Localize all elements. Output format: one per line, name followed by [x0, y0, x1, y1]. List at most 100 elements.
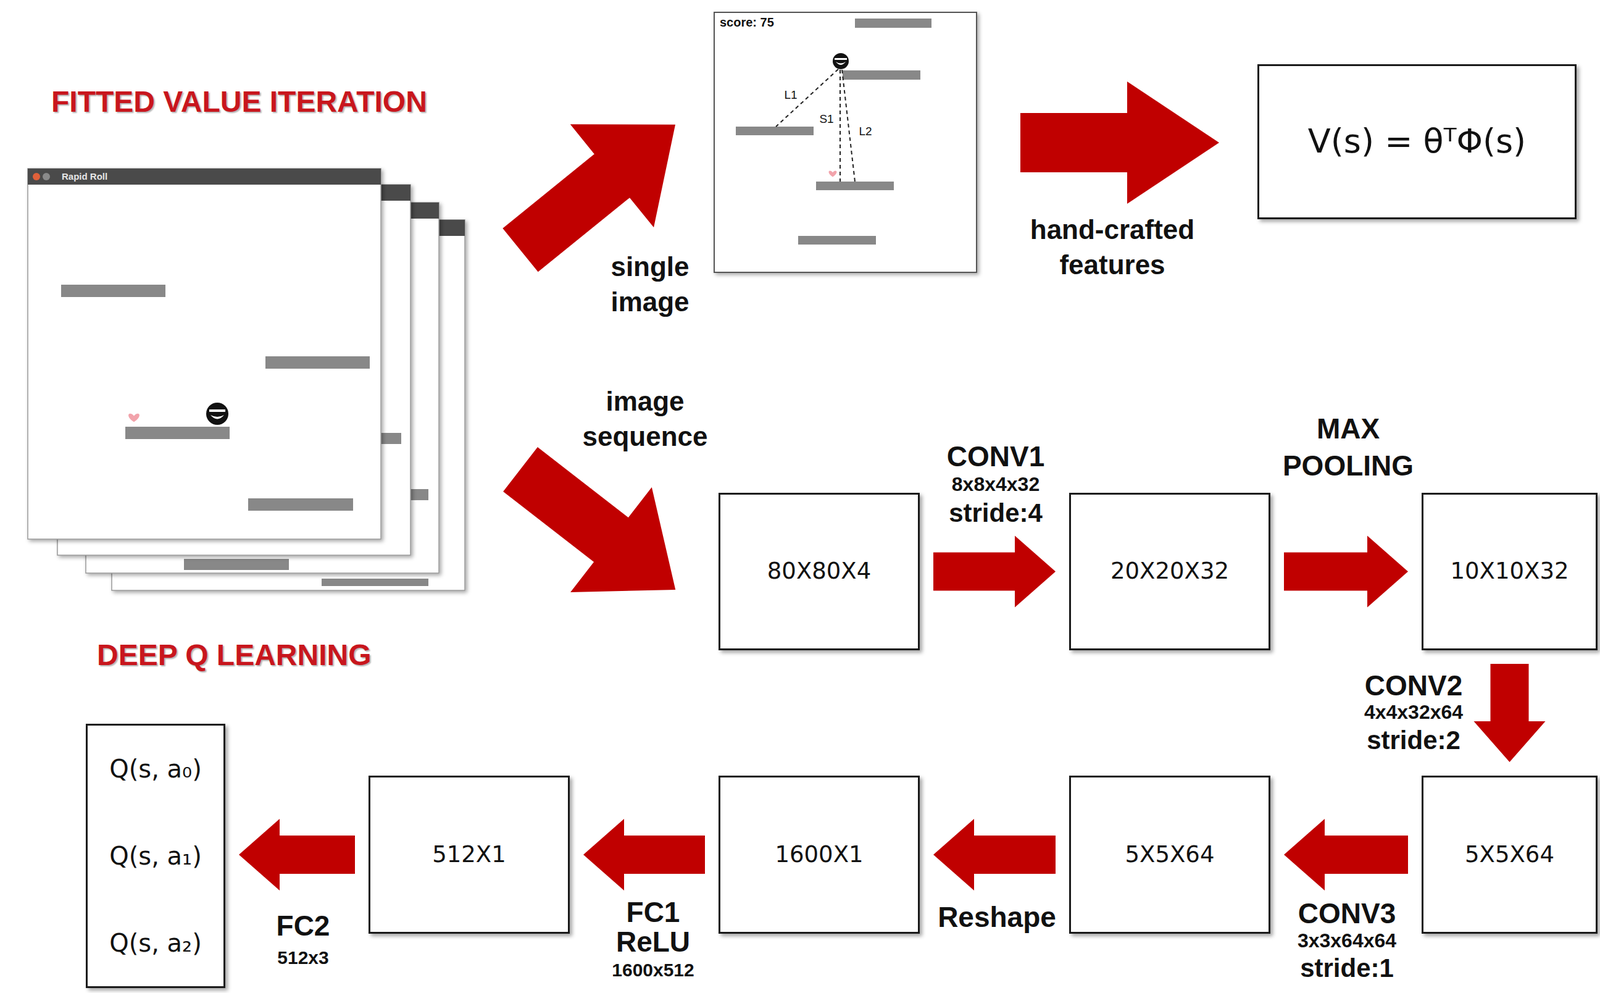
heart: [128, 413, 140, 423]
q-value-box: Q(s, a₀) Q(s, a₁) Q(s, a₂): [85, 723, 226, 988]
label-holder: FC1: [626, 893, 681, 931]
ball: [206, 402, 229, 425]
label-holder: Reshape: [937, 898, 1057, 936]
label-holder: CONV2: [1364, 667, 1463, 705]
block-arrow: [933, 535, 1056, 608]
box-text: 10X10X32: [1450, 557, 1570, 585]
label-holder: CONV1: [946, 438, 1045, 476]
window-title: Rapid Roll: [61, 170, 108, 183]
label-holder: 1600x512: [611, 957, 694, 982]
heart: [829, 170, 838, 178]
stride-label: stride:1: [1300, 951, 1394, 986]
arrow-caption: image sequence: [558, 383, 732, 454]
label-holder: image sequence: [558, 383, 732, 454]
label-holder: single image: [582, 248, 718, 320]
window-button: [42, 172, 50, 181]
block-arrow: [583, 818, 705, 891]
label-holder: CONV3: [1298, 895, 1396, 933]
layer-label: CONV1: [946, 438, 1045, 476]
block-arrow: [1283, 535, 1409, 608]
layer-label: CONV2: [1364, 667, 1463, 705]
label-holder: stride:2: [1366, 723, 1461, 758]
block-arrow: [933, 818, 1056, 891]
distance-line: [775, 69, 839, 127]
formula-box: V(s) = θᵀΦ(s): [1257, 64, 1577, 220]
arrow-caption: single image: [582, 248, 718, 320]
label-holder: score: 75: [719, 14, 775, 31]
screenshot-frame: [714, 12, 977, 273]
platform: [61, 284, 166, 297]
distance-label: S1: [819, 111, 834, 128]
kernel-size: 4x4x32x64: [1364, 699, 1463, 726]
platform: [125, 426, 230, 439]
box-text: V(s) = θᵀΦ(s): [1308, 121, 1526, 162]
box-text: 20X20X32: [1110, 557, 1230, 585]
section-title: DEEP Q LEARNING: [96, 635, 372, 675]
layer-label: MAX POOLING: [1264, 410, 1432, 485]
distance-line: [841, 69, 855, 182]
box-text: Q(s, a₁): [109, 840, 202, 871]
ball-eyes: [209, 409, 226, 412]
close-button: [32, 172, 41, 181]
tensor-box: 512X1: [368, 775, 570, 934]
block-arrow: [1474, 663, 1546, 762]
distance-label: L1: [783, 87, 797, 104]
ball-eyes: [834, 58, 847, 60]
arrow-caption: hand-crafted features: [1007, 211, 1218, 283]
layer-label: FC1: [626, 893, 681, 931]
box-text: 512X1: [432, 840, 507, 868]
tensor-box: 1600X1: [718, 775, 920, 934]
tensor-box: 80X80X4: [718, 492, 920, 650]
label-holder: L2: [858, 124, 872, 140]
platform: [842, 70, 921, 80]
tensor-box: 10X10X32: [1421, 492, 1598, 650]
ball-face: [832, 53, 849, 70]
platform: [798, 235, 876, 245]
activation-label: ReLU: [616, 923, 691, 961]
tensor-box: 20X20X32: [1069, 492, 1271, 650]
ball-smile: [210, 414, 225, 420]
game-screenshot: [714, 12, 977, 273]
label-holder: stride:4: [948, 496, 1043, 531]
label-holder: ReLU: [616, 923, 691, 961]
label-holder: 3x3x64x64: [1297, 927, 1397, 954]
label-holder: DEEP Q LEARNING: [96, 635, 372, 675]
platform: [816, 181, 894, 191]
label-holder: 512x3: [277, 945, 329, 970]
label-holder: FITTED VALUE ITERATION: [51, 82, 428, 121]
distance-label: L2: [858, 124, 872, 140]
block-arrow: [1283, 818, 1409, 891]
tensor-box: 5X5X64: [1069, 775, 1271, 934]
weight-size: 1600x512: [611, 957, 694, 982]
game-window: [27, 168, 381, 539]
box-text: Q(s, a₂): [109, 927, 202, 958]
box-text: 1600X1: [774, 840, 863, 868]
distance-line: [839, 69, 841, 182]
label-holder: 4x4x32x64: [1364, 699, 1463, 726]
block-arrow: [238, 818, 355, 891]
layer-label: FC2: [276, 907, 331, 945]
section-title: FITTED VALUE ITERATION: [51, 82, 428, 121]
platform: [321, 578, 429, 586]
label-holder: S1: [819, 111, 834, 128]
label-holder: 8x8x4x32: [951, 471, 1040, 498]
label-holder: Rapid Roll: [61, 170, 108, 183]
window-frame: [27, 168, 381, 539]
box-text: 5X5X64: [1125, 840, 1215, 868]
label-holder: stride:1: [1300, 951, 1394, 986]
stride-label: stride:2: [1366, 723, 1461, 758]
block-arrow: [1020, 81, 1220, 204]
ball-smile: [835, 61, 846, 65]
kernel-size: 8x8x4x32: [951, 471, 1040, 498]
platform: [735, 126, 814, 136]
platform: [854, 18, 932, 28]
layer-label: CONV3: [1298, 895, 1396, 933]
label-holder: hand-crafted features: [1007, 211, 1218, 283]
platform: [248, 498, 354, 511]
platform: [183, 558, 289, 570]
kernel-size: 3x3x64x64: [1297, 927, 1397, 954]
tensor-box: 5X5X64: [1421, 775, 1598, 934]
platform: [265, 356, 370, 369]
box-text: Q(s, a₀): [109, 753, 202, 784]
